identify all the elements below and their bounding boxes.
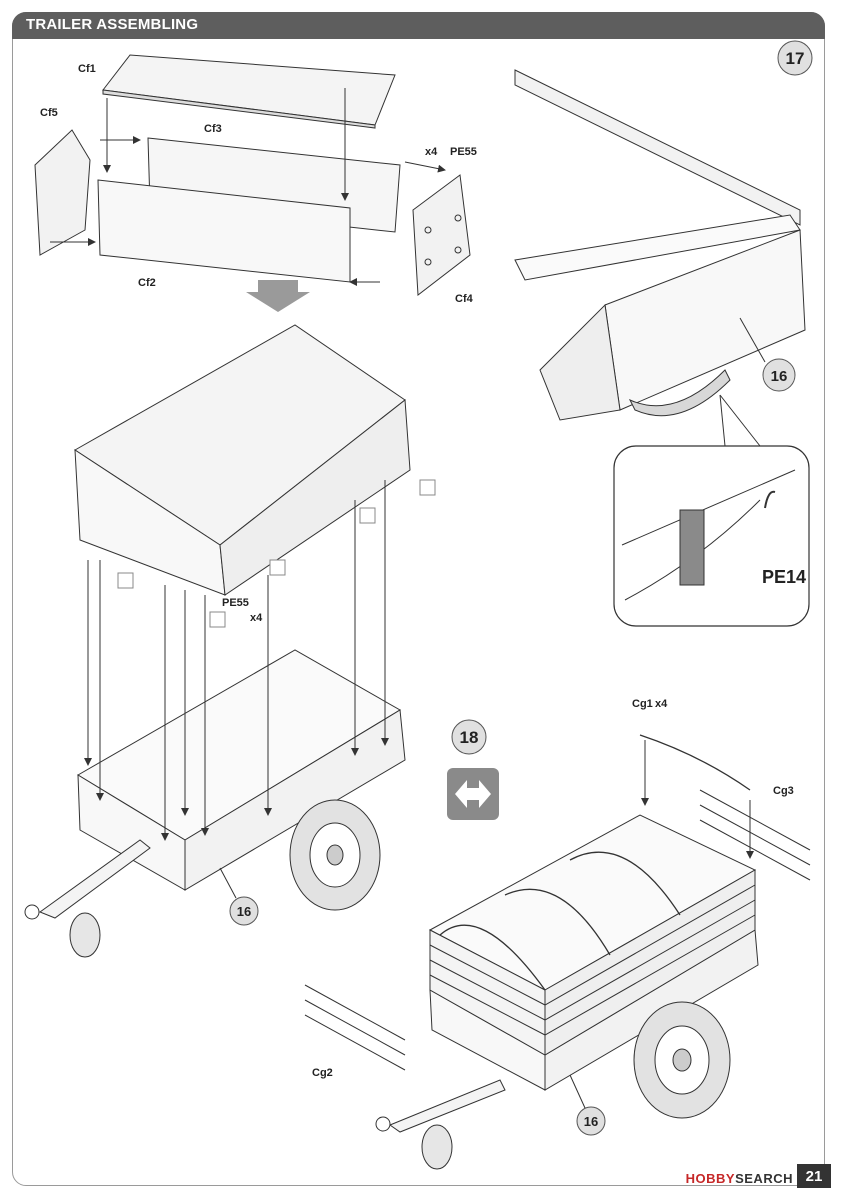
assembled-cover <box>74 324 411 596</box>
trailer-wheel-right <box>633 1001 731 1119</box>
flip-view-icon <box>447 768 499 820</box>
step-17-badge <box>777 40 813 76</box>
callout-16-step17-text: 16 <box>771 368 788 385</box>
drawbar-left <box>24 839 151 958</box>
cover-top-piece <box>102 54 396 129</box>
pe14-detail-panel <box>613 394 810 627</box>
trailer-wheel-left <box>289 799 381 911</box>
callout-16-right-text: 16 <box>584 1114 598 1129</box>
part-label-cf2: Cf2 <box>138 277 156 289</box>
callout-16-right <box>576 1106 606 1136</box>
trailer-body-left <box>77 649 406 891</box>
part-label-cg1: Cg1 <box>632 698 653 710</box>
page-number: 21 <box>797 1164 831 1188</box>
down-arrow-icon <box>246 280 310 312</box>
drawbar-right <box>375 1079 506 1170</box>
quantity-pe55-top: x4 <box>425 146 438 158</box>
part-label-pe55-mid: PE55 <box>222 597 249 609</box>
part-label-cg2: Cg2 <box>312 1067 333 1079</box>
cg1-arrow <box>641 740 754 859</box>
cover-end-panel-right <box>412 174 471 296</box>
quantity-cg1: x4 <box>655 698 668 710</box>
quantity-pe55-mid: x4 <box>250 612 263 624</box>
part-label-pe55-top: PE55 <box>450 146 477 158</box>
part-label-cf4: Cf4 <box>455 293 474 305</box>
stake-rails <box>304 789 811 1071</box>
part-label-pe14: PE14 <box>762 567 806 587</box>
callout-16-left <box>229 896 259 926</box>
page-title: TRAILER ASSEMBLING <box>26 16 199 33</box>
cover-drop-arrows <box>84 480 389 841</box>
callout-16-step17 <box>762 358 796 392</box>
trailer-body-right <box>428 814 759 1091</box>
callout-16-left-text: 16 <box>237 904 251 919</box>
watermark: HOBBYSEARCH <box>686 1171 793 1186</box>
header-bar <box>12 12 825 39</box>
step-18-badge <box>451 719 487 755</box>
callout-leaders <box>219 317 766 1109</box>
cg1-bows <box>439 734 751 991</box>
cover-end-panel-left <box>34 129 91 256</box>
part-label-cg3: Cg3 <box>773 785 794 797</box>
watermark-brand: HOBBY <box>685 1171 736 1186</box>
exploded-assembly-arrows <box>50 88 446 286</box>
step-17-number: 17 <box>786 49 805 68</box>
trailer-rear-detail <box>514 69 806 421</box>
part-label-cf1: Cf1 <box>78 63 96 75</box>
part-label-cf5: Cf5 <box>40 107 58 119</box>
step-18-number: 18 <box>460 728 479 747</box>
watermark-rest: SEARCH <box>735 1171 793 1186</box>
part-label-cf3: Cf3 <box>204 123 222 135</box>
tie-point-markers <box>117 479 436 628</box>
